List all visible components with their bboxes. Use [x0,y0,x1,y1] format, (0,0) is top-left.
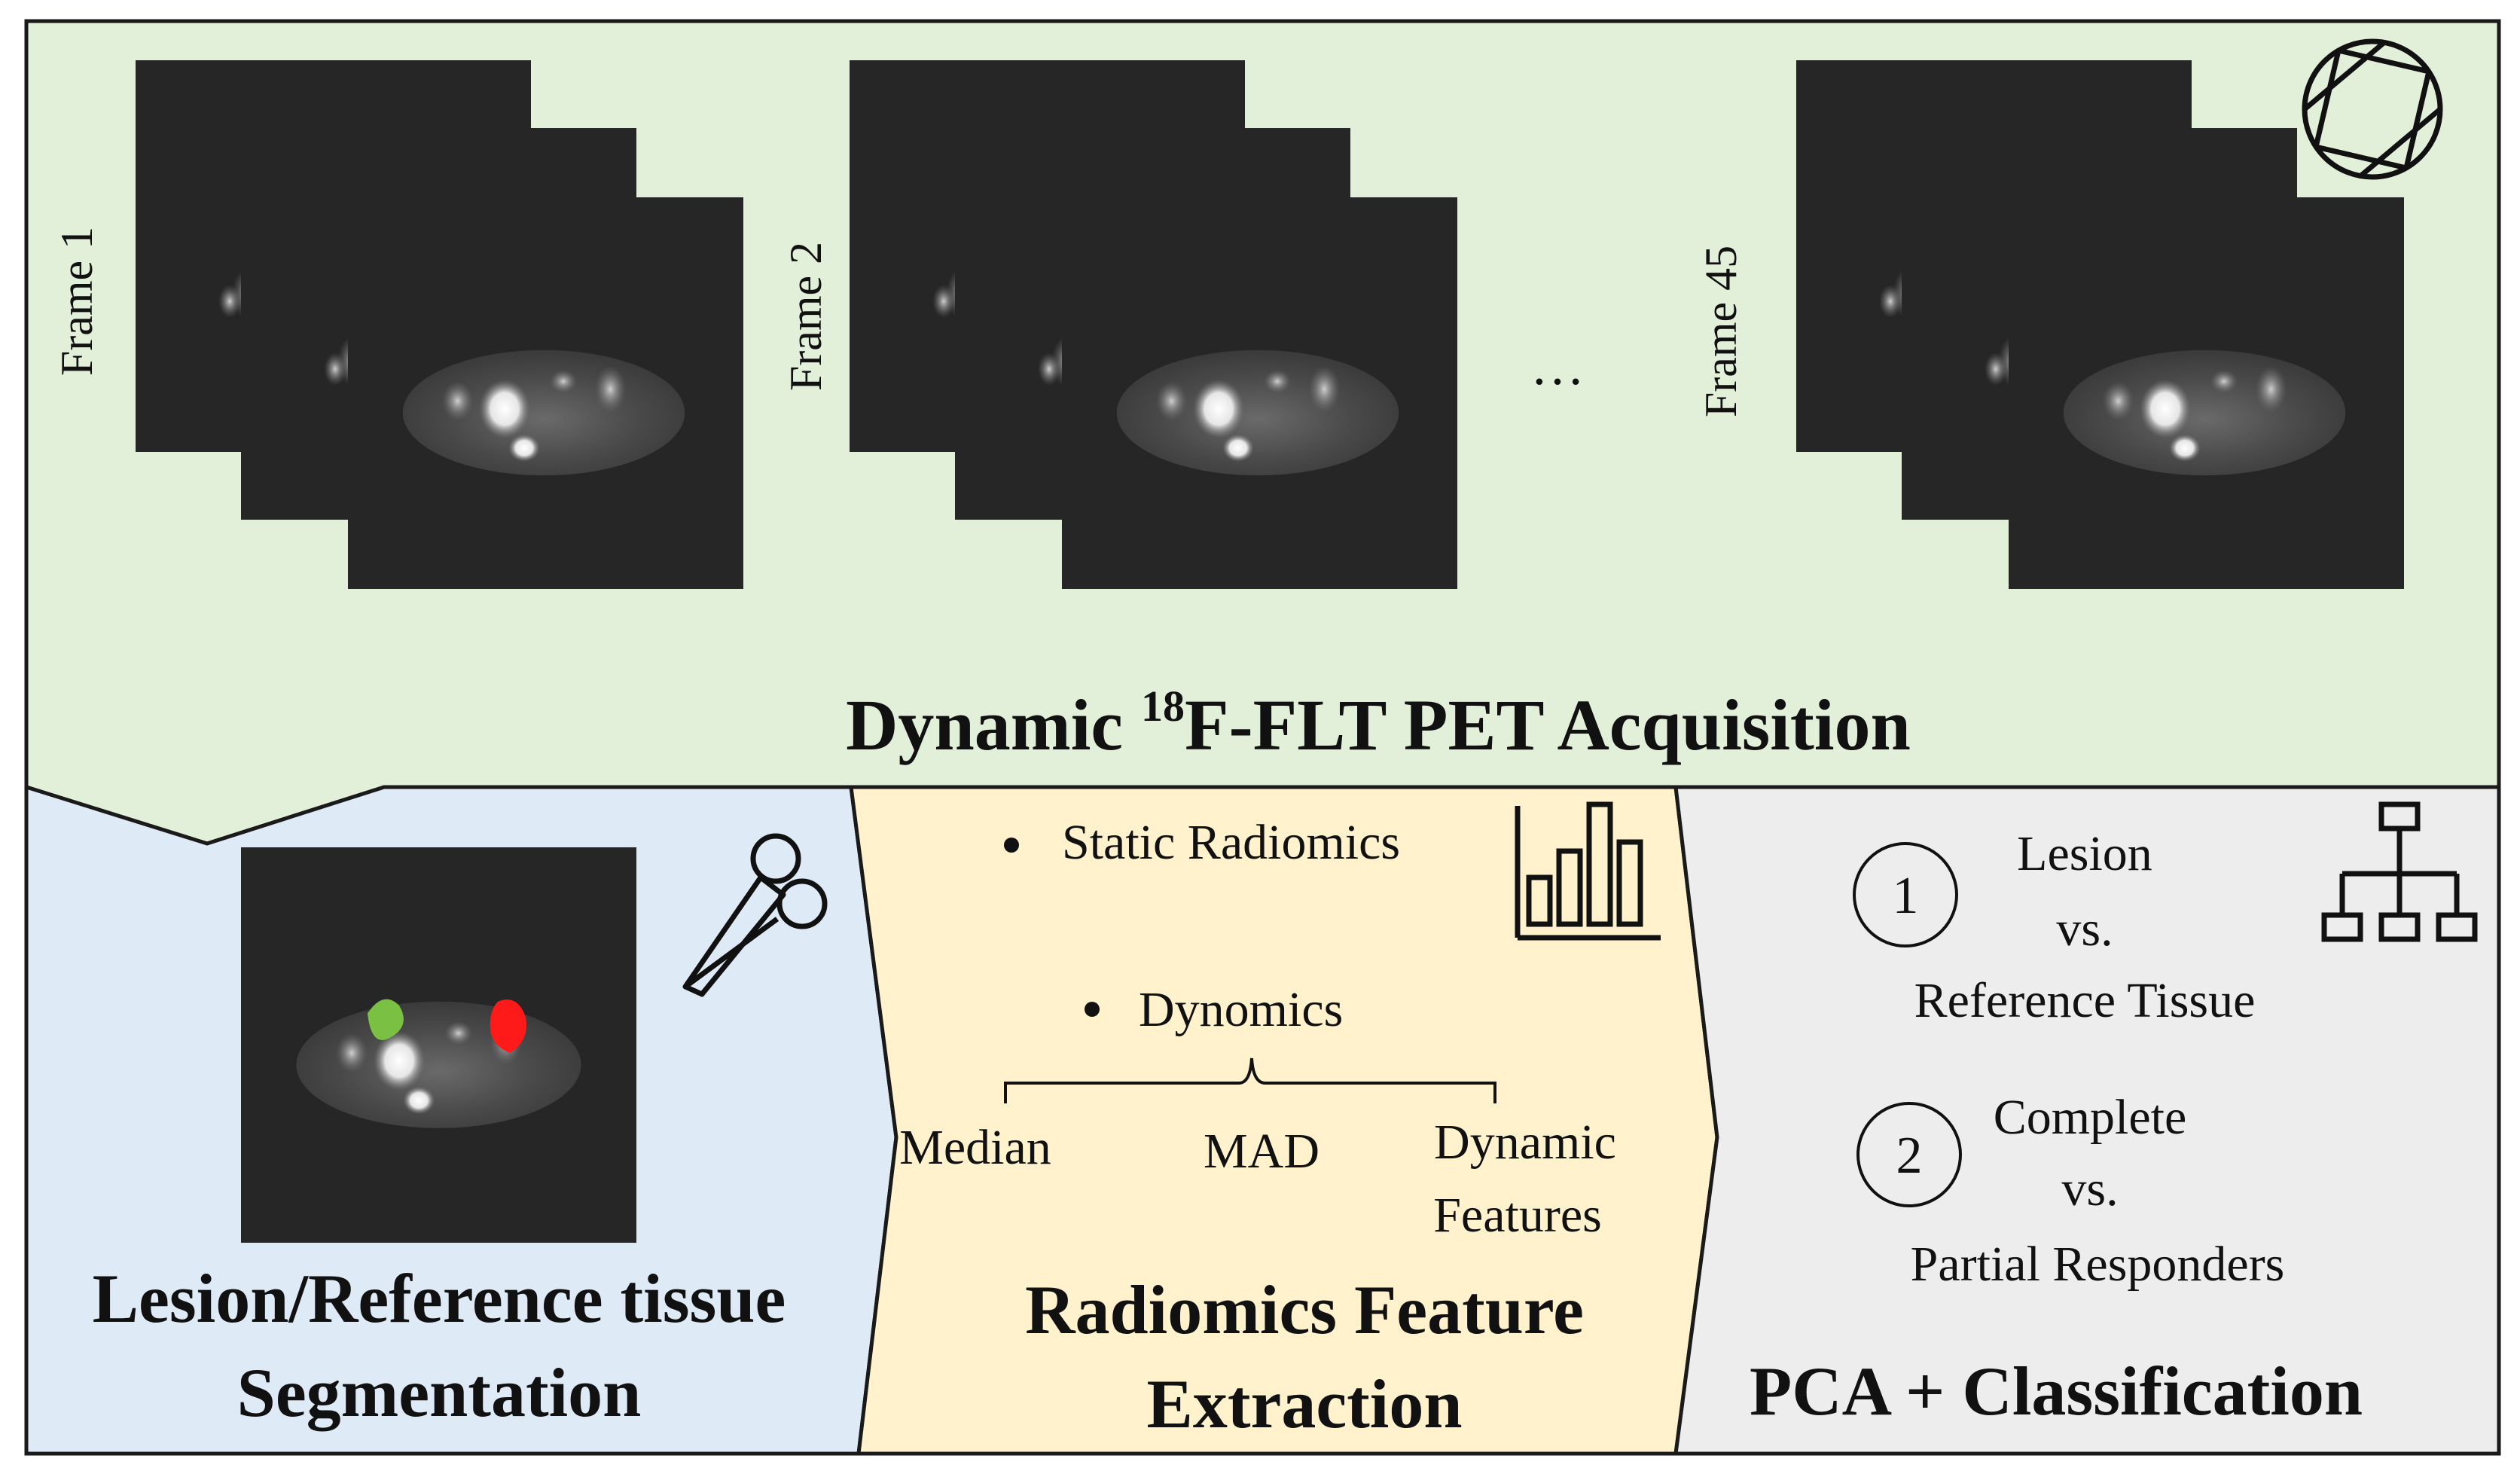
bullet-static-radiomics: Static Radiomics [1062,815,1400,870]
segmentation-title-line1: Lesion/Reference tissue [93,1260,786,1337]
extraction-title-line2: Extraction [1146,1366,1462,1442]
camera-aperture-icon [2302,38,2443,180]
bullet-static [1004,838,1019,853]
task-2-number: 2 [1896,1127,1923,1185]
frame-label-45: Frame 45 [1696,246,1746,417]
task-2-number-circle [1856,1102,1962,1207]
task-1-number: 1 [1893,867,1919,925]
task-2-line2: vs. [2061,1161,2118,1216]
segmentation-scan [241,847,636,1243]
frame-front-slice [1062,197,1454,589]
frame-label-2: Frame 2 [781,242,831,391]
sub-item-mad: MAD [1204,1124,1319,1179]
classification-panel [1673,785,2501,1456]
acquisition-title: Dynamic 18F-FLT PET Acquisition [846,682,1911,765]
hierarchy-icon [2321,801,2478,942]
sub-item-dynamic: Dynamic [1434,1115,1616,1170]
frame-stack-45 [1796,60,2404,589]
frame-stack-2 [850,60,1457,589]
sub-item-features: Features [1433,1188,1602,1243]
frame-front-slice [348,197,740,589]
task-1-line2: vs. [2056,902,2113,957]
frame-label-1: Frame 1 [52,227,102,376]
bullet-dynomics-label: Dynomics [1139,982,1343,1037]
task-2-line1: Complete [1994,1090,2187,1145]
classification-title: PCA + Classification [1750,1353,2363,1430]
scissors-icon [682,833,828,997]
task-1-line3: Reference Tissue [1914,973,2256,1028]
segmentation-slice [241,847,636,1243]
bar-chart-icon [1515,801,1661,941]
task-1-line1: Lesion [2017,826,2152,881]
task-2-line3: Partial Responders [1911,1237,2285,1292]
frame-stack-1 [136,60,743,589]
frame-front-slice [2009,197,2400,589]
extraction-title-line1: Radiomics Feature [1025,1271,1584,1348]
dynomics-brace [1004,1057,1496,1103]
task-1-number-circle [1853,842,1958,948]
bullet-dynomics [1085,1002,1100,1017]
frame-stacks [136,60,2404,589]
segmentation-title-line2: Segmentation [237,1354,642,1431]
frame-ellipsis: … [1530,336,1585,396]
sub-item-median: Median [899,1120,1051,1175]
